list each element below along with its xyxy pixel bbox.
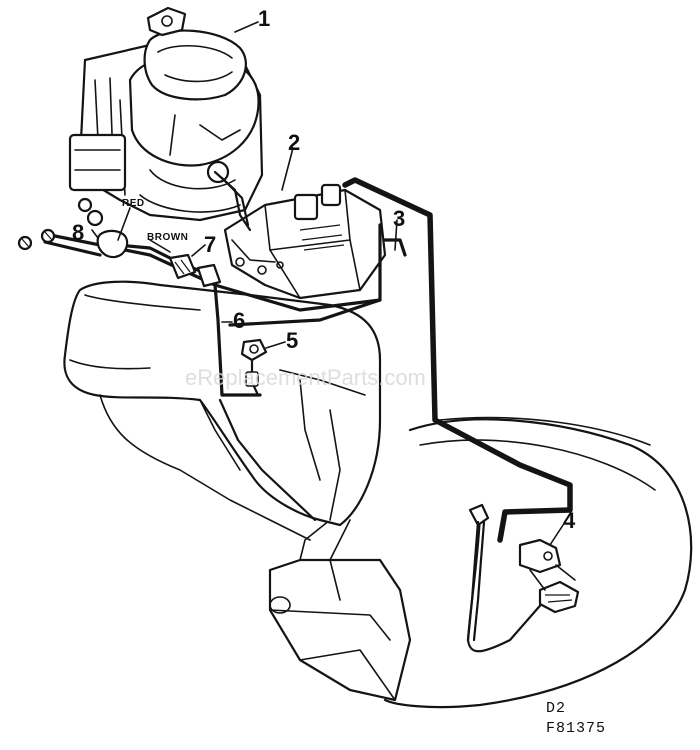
wire-label-red: RED (122, 198, 145, 209)
lever-knob-icon (468, 503, 490, 527)
callouts: 1 2 3 4 5 6 7 8 (72, 6, 576, 533)
battery (223, 183, 387, 300)
regulator-icon (96, 229, 129, 259)
ignition-switch (240, 338, 268, 397)
starter-handle-icon (146, 6, 187, 37)
callout-4: 4 (563, 508, 576, 533)
washer-icon (77, 197, 93, 213)
drawing-code-line-1: D2 (546, 700, 566, 717)
interlock-switch (518, 538, 580, 614)
engine (68, 6, 264, 222)
callout-3: 3 (393, 206, 405, 231)
watermark: eReplacementParts.com (185, 365, 426, 390)
fuse-holder-icon (168, 253, 197, 280)
mower-deck (268, 416, 693, 709)
drawing-code: D2 F81375 (546, 700, 606, 737)
switch-bracket-icon (538, 580, 580, 614)
battery-terminal-icon (293, 193, 319, 221)
callout-1: 1 (258, 6, 270, 31)
connector-icon (196, 263, 222, 288)
callout-2: 2 (288, 130, 300, 155)
leader-lines (91, 21, 566, 546)
wiring-harness (43, 170, 573, 653)
callout-8: 8 (72, 220, 84, 245)
muffler-icon (68, 133, 127, 192)
callout-7: 7 (204, 232, 216, 257)
ignition-switch-icon (240, 338, 268, 362)
wire-labels: RED BROWN (122, 198, 188, 243)
drawing-code-line-2: F81375 (546, 720, 606, 737)
battery-terminal-icon (320, 183, 342, 207)
regulator (17, 197, 129, 259)
fuse-holder (168, 253, 222, 288)
callout-6: 6 (233, 308, 245, 333)
interlock-switch-icon (518, 538, 562, 574)
callout-5: 5 (286, 328, 298, 353)
tractor-hood (63, 280, 382, 541)
pto-lever (466, 503, 490, 642)
air-cleaner-knob-icon (206, 160, 230, 184)
wire-label-brown: BROWN (147, 232, 188, 243)
nut-icon (86, 209, 104, 227)
chute-hole-icon (269, 596, 291, 614)
